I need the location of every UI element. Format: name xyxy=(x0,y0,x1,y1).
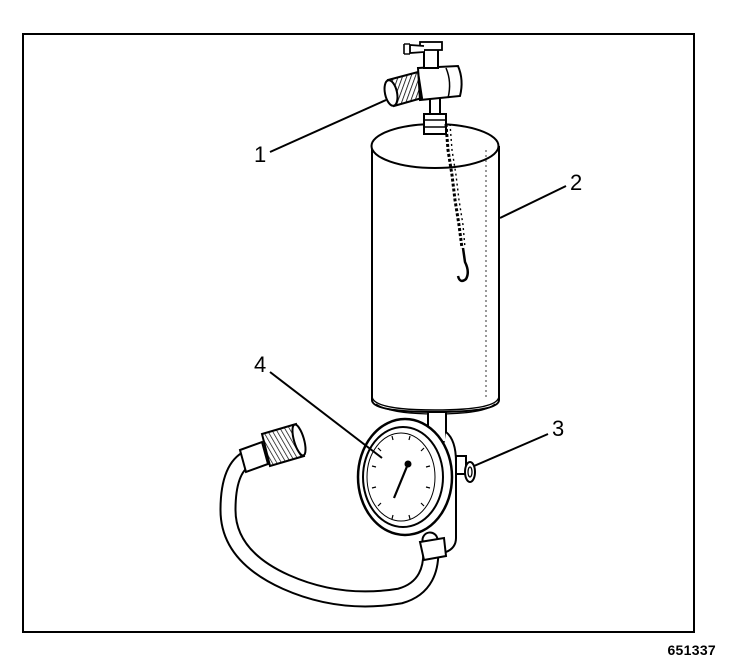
figure-frame xyxy=(22,33,695,633)
figure-id-label: 651337 xyxy=(667,642,716,658)
leader-line-4 xyxy=(269,371,383,459)
leader-line-3 xyxy=(473,433,549,467)
hose-connector xyxy=(238,422,307,474)
refrigerant-cylinder xyxy=(370,123,500,415)
leader-line-2 xyxy=(499,185,567,219)
callout-3: 3 xyxy=(552,416,564,441)
chain-with-hook xyxy=(444,123,469,283)
callout-1: 1 xyxy=(254,142,266,167)
charging-hose xyxy=(219,449,448,608)
callout-4: 4 xyxy=(254,352,266,377)
callout-2: 2 xyxy=(570,170,582,195)
valve-assembly xyxy=(383,41,463,135)
pressure-gauge xyxy=(356,417,454,537)
leader-line-1 xyxy=(269,99,387,153)
